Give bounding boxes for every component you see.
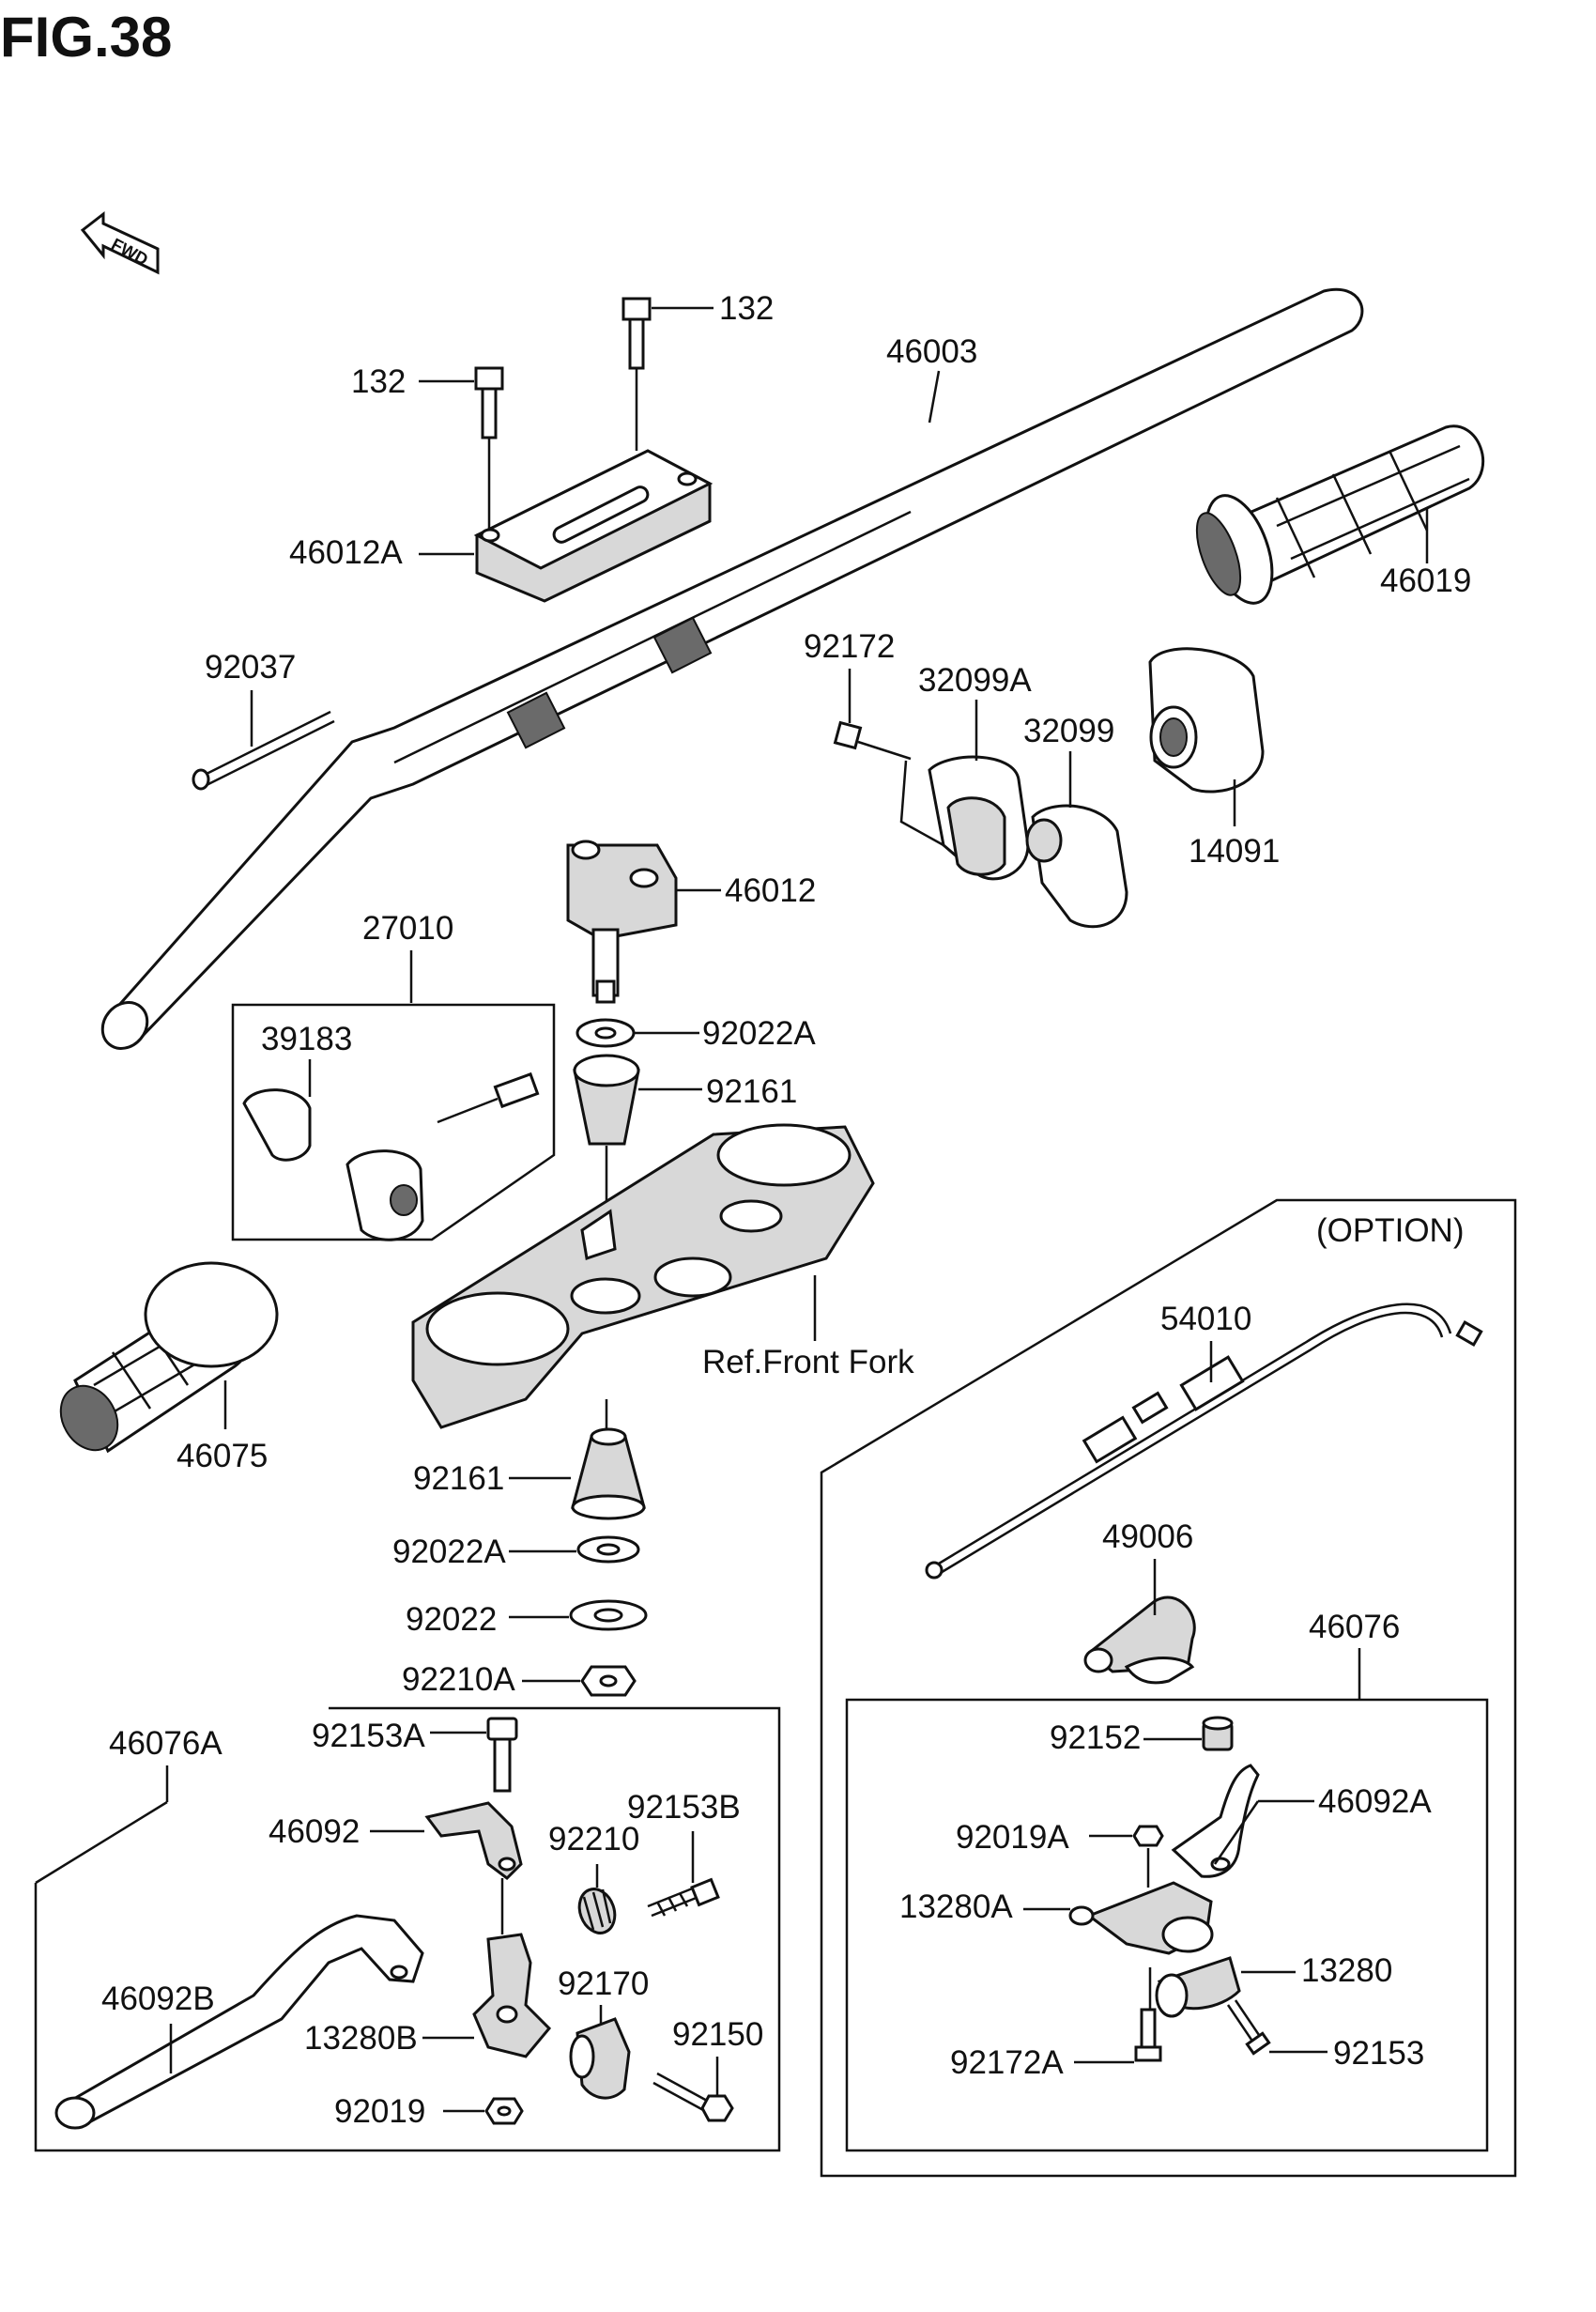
label-49006: 49006 [1102, 1518, 1193, 1555]
screw-92172A [1134, 2008, 1162, 2062]
label-46012A: 46012A [289, 534, 403, 571]
collar-92152 [1202, 1716, 1234, 1751]
label-92022A-bottom: 92022A [392, 1534, 506, 1570]
grip-46075 [59, 1261, 279, 1454]
damper-92161-bottom [571, 1427, 646, 1520]
label-13280B: 13280B [304, 2020, 418, 2057]
bolt-92153 [1226, 1999, 1271, 2056]
nut-92210 [577, 1888, 617, 1934]
adjuster-49006 [1083, 1595, 1196, 1685]
bolt-92153B [647, 1877, 720, 1918]
bolt-132-left [474, 366, 504, 439]
label-27010: 27010 [362, 910, 453, 947]
lever-assy-46076-box [845, 1698, 1489, 2152]
label-92022A-top: 92022A [702, 1015, 816, 1052]
label-92153A: 92153A [312, 1718, 425, 1754]
figure-title: FIG.38 [0, 6, 172, 69]
label-132-right: 132 [719, 290, 774, 327]
label-132-left: 132 [351, 363, 406, 400]
grip-46019 [1195, 424, 1485, 605]
label-92172: 92172 [804, 628, 895, 665]
label-46092: 46092 [269, 1813, 360, 1850]
label-92153B: 92153B [627, 1789, 741, 1826]
bolt-92153A [486, 1717, 518, 1793]
nut-92019 [484, 2097, 524, 2125]
holder-46012A [473, 449, 714, 603]
bracket-13280 [1155, 1956, 1241, 2018]
label-ref-front-fork: Ref.Front Fork [702, 1344, 914, 1380]
label-92022: 92022 [406, 1601, 497, 1638]
label-32099: 32099 [1023, 713, 1114, 749]
label-46019: 46019 [1380, 563, 1471, 599]
screw-92172 [833, 720, 912, 761]
fwd-arrow-icon: FWD [80, 210, 160, 275]
label-46092A: 46092A [1318, 1783, 1432, 1820]
washer-92022A-bottom [576, 1535, 640, 1564]
nut-92019A [1132, 1825, 1164, 1847]
label-54010: 54010 [1160, 1301, 1251, 1337]
label-92019: 92019 [334, 2093, 425, 2130]
washer-92022A-top [575, 1018, 636, 1048]
handlebar-46003 [100, 287, 1364, 1050]
label-92210: 92210 [548, 1821, 639, 1857]
label-46003: 46003 [886, 333, 977, 370]
washer-92022 [569, 1599, 648, 1631]
throttle-case-32099A [928, 755, 1030, 881]
bolt-132-right [622, 297, 652, 370]
triple-clamp [411, 1123, 875, 1429]
nut-92210A [580, 1665, 637, 1697]
label-46075: 46075 [176, 1438, 268, 1474]
throttle-case-32099 [1025, 804, 1128, 929]
label-46076: 46076 [1309, 1609, 1400, 1645]
label-46092B: 46092B [101, 1981, 215, 2017]
switch-27010-group [231, 1003, 556, 1241]
label-39183: 39183 [261, 1021, 352, 1057]
lever-assy-46076A-box [34, 1706, 781, 2152]
label-92152: 92152 [1050, 1719, 1141, 1756]
label-92170: 92170 [558, 1965, 649, 2002]
label-13280: 13280 [1301, 1952, 1392, 1989]
label-92037: 92037 [205, 649, 296, 686]
clamp-92170 [569, 2017, 631, 2100]
label-92150: 92150 [672, 2016, 763, 2053]
pin-92037 [192, 710, 335, 791]
label-option: (OPTION) [1316, 1212, 1464, 1249]
damper-92161-top [573, 1054, 640, 1146]
cover-14091 [1148, 647, 1265, 794]
label-14091: 14091 [1189, 833, 1280, 870]
label-92153: 92153 [1333, 2035, 1424, 2072]
label-92210A: 92210A [402, 1661, 515, 1698]
label-13280A: 13280A [899, 1888, 1013, 1925]
label-32099A: 32099A [918, 662, 1032, 699]
label-46012: 46012 [725, 872, 816, 909]
holder-46012 [566, 840, 678, 1004]
label-92161-top: 92161 [706, 1073, 797, 1110]
bracket-13280A [1068, 1881, 1214, 1955]
bolt-92150 [652, 2072, 734, 2122]
label-92019A: 92019A [956, 1819, 1069, 1856]
bracket-13280B [472, 1933, 552, 2058]
label-92161-bottom: 92161 [413, 1460, 504, 1497]
cable-54010 [925, 1302, 1483, 1580]
lever-46092B [54, 1914, 424, 2130]
label-92172A: 92172A [950, 2044, 1064, 2081]
lever-46092 [424, 1801, 523, 1880]
lever-46092A [1171, 1764, 1260, 1878]
label-46076A: 46076A [109, 1725, 223, 1762]
